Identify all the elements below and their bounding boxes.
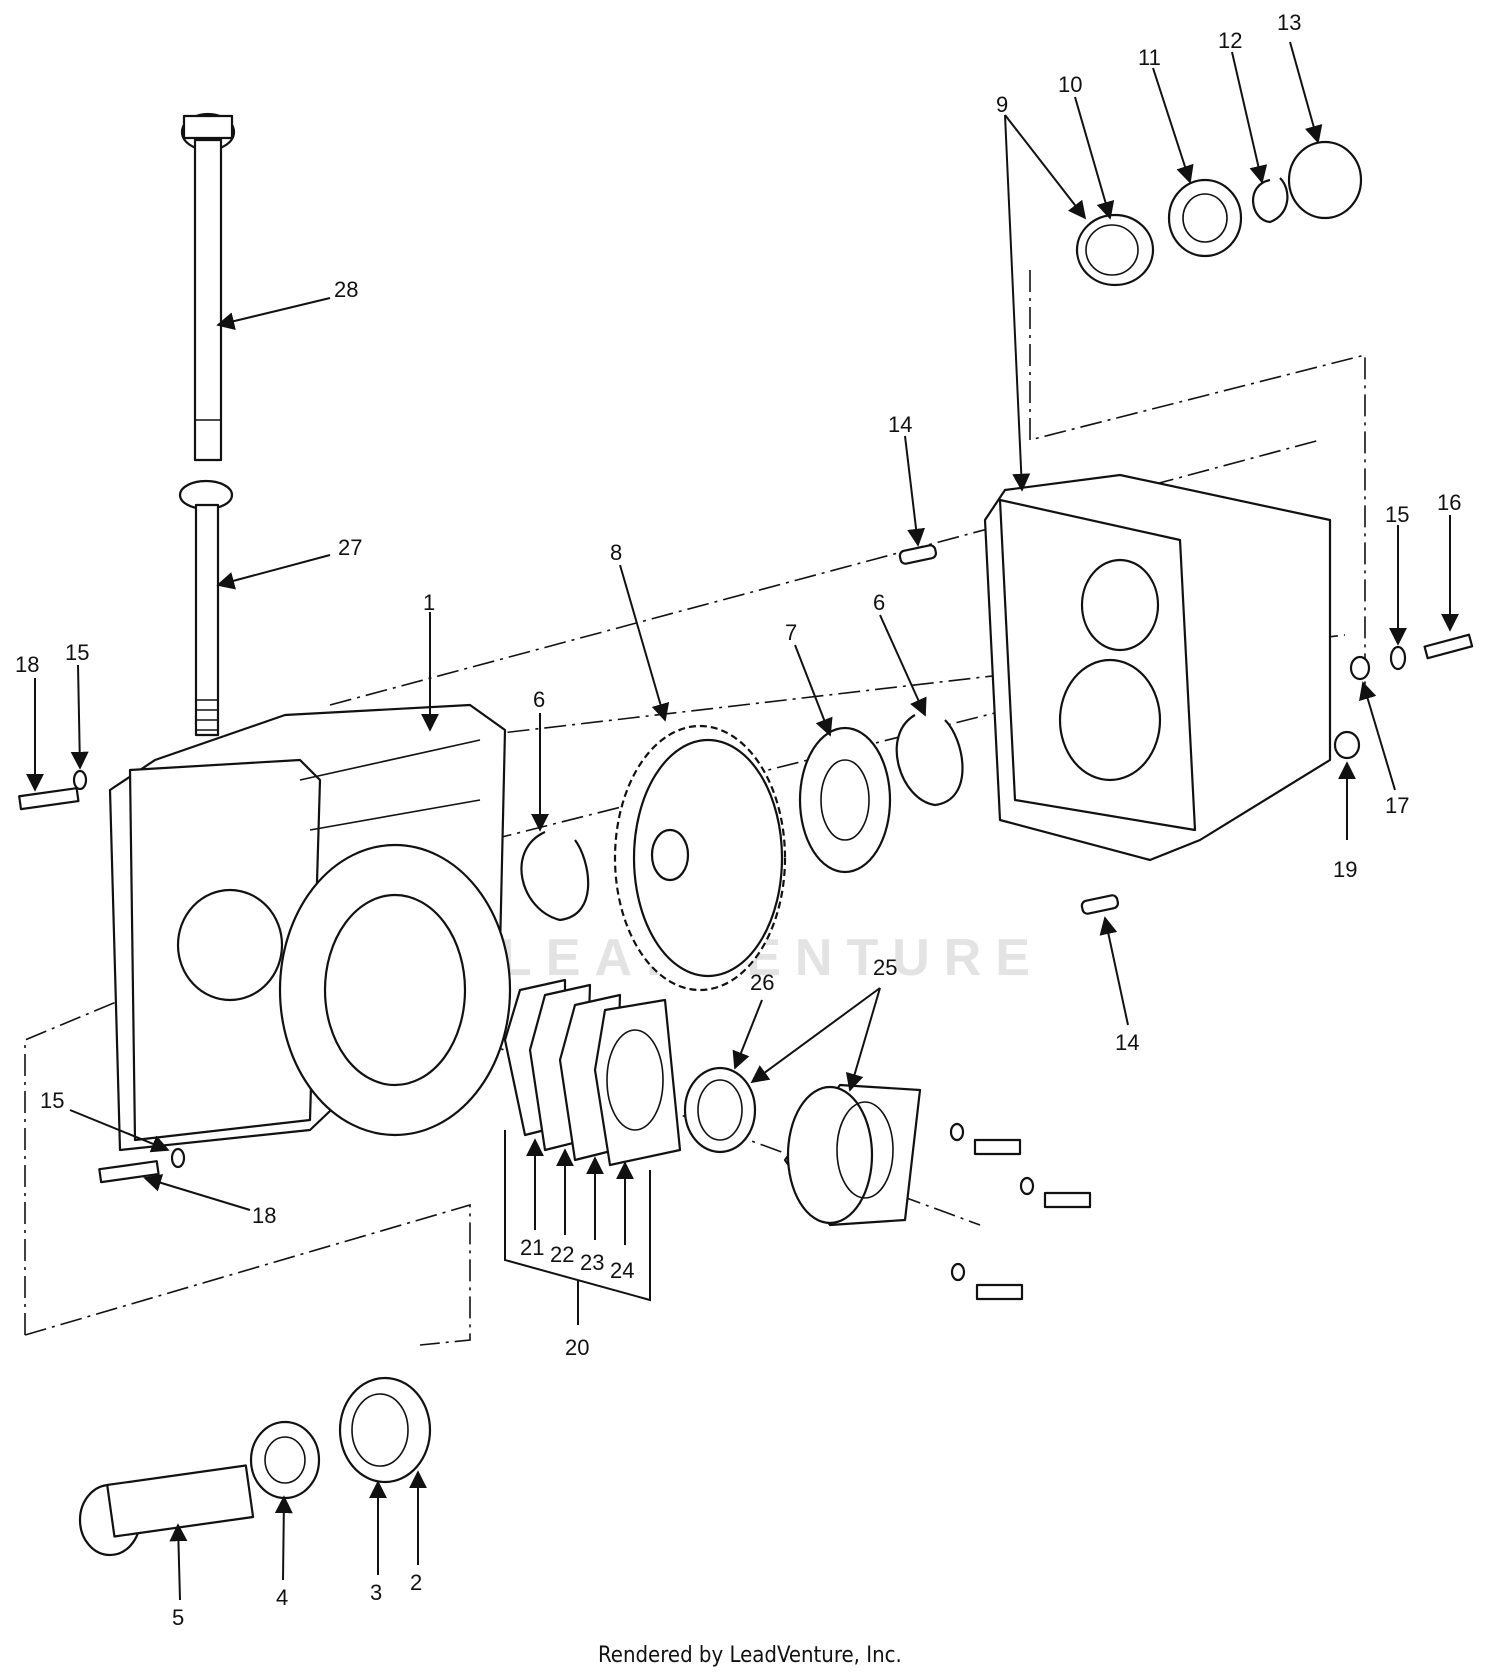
gasket-shim-stack [503,978,682,1167]
callout-28: 28 [334,277,358,302]
retaining-ring [1252,177,1289,224]
callout-22: 22 [550,1242,574,1267]
callout-10: 10 [1058,72,1082,97]
group-bracket-20 [504,1130,651,1325]
cap-screw-lower [975,1283,1024,1301]
callout-6-right: 6 [873,590,885,615]
snap-ring-right [895,714,964,807]
callout-15-left-upper: 15 [65,640,89,665]
callout-17: 17 [1385,793,1409,818]
tapered-bearing [1167,178,1243,258]
dowel-pin-lower [1080,894,1120,915]
callout-5: 5 [172,1605,184,1630]
dipstick [180,112,236,462]
callout-labels: 1 2 3 4 5 6 6 7 8 9 10 11 12 13 14 14 15… [15,10,1461,1630]
callout-15-left-lower: 15 [40,1088,64,1113]
callout-15-right: 15 [1385,502,1409,527]
callout-6-left: 6 [533,687,545,712]
washer-17 [1349,655,1371,681]
callout-1: 1 [423,590,435,615]
callout-26: 26 [750,970,774,995]
callout-8: 8 [610,540,622,565]
cap-washer-upper [949,1122,965,1142]
pinion-bearing [249,1420,321,1500]
transmission-case-right [983,473,1332,862]
callout-11: 11 [1138,45,1161,70]
cap-washer-middle [1019,1176,1035,1196]
lockwasher-15-lower [170,1147,186,1169]
callout-25: 25 [873,955,897,980]
dowel-pin-upper [898,544,938,565]
callout-19: 19 [1333,857,1357,882]
pinion-shaft [78,1464,255,1557]
bearing-race [683,1066,757,1154]
fill-tube [178,479,234,737]
snap-ring-left [520,830,590,922]
callout-14-upper: 14 [888,412,912,437]
callout-3: 3 [370,1580,382,1605]
callout-27: 27 [338,535,362,560]
cap-screw-middle [1043,1191,1092,1209]
callout-18-lower: 18 [252,1203,276,1228]
callout-24: 24 [610,1258,634,1283]
cap-screw-upper [973,1138,1022,1156]
pinion-bearing-cup [338,1376,432,1484]
seal-cap [1287,140,1363,220]
callout-14-lower: 14 [1115,1030,1139,1055]
bearing-cap [783,1083,922,1227]
thrust-washer [798,726,892,874]
transmission-case-left [108,703,512,1152]
lockwasher-15-right [1389,645,1407,671]
callout-23: 23 [580,1250,604,1275]
callout-21: 21 [520,1235,544,1260]
plug-19 [1333,730,1361,760]
lockwasher-15-upper [72,769,88,791]
callout-18-upper: 18 [15,652,39,677]
callout-16: 16 [1437,490,1461,515]
callout-20: 20 [565,1335,589,1360]
callout-12: 12 [1218,28,1242,53]
bolt-16 [1423,633,1474,660]
leader-lines [26,41,1459,1601]
callout-2: 2 [410,1570,422,1595]
bearing-cup [1075,213,1155,287]
spur-gear [613,724,787,992]
callout-13: 13 [1277,10,1301,35]
callout-9: 9 [996,92,1008,117]
callout-7: 7 [785,620,797,645]
bolt-18-upper [18,787,80,811]
bolt-18-lower [98,1160,160,1184]
callout-4: 4 [276,1585,288,1610]
footer-credit: Rendered by LeadVenture, Inc. [598,1643,902,1668]
cap-washer-lower [950,1262,966,1282]
